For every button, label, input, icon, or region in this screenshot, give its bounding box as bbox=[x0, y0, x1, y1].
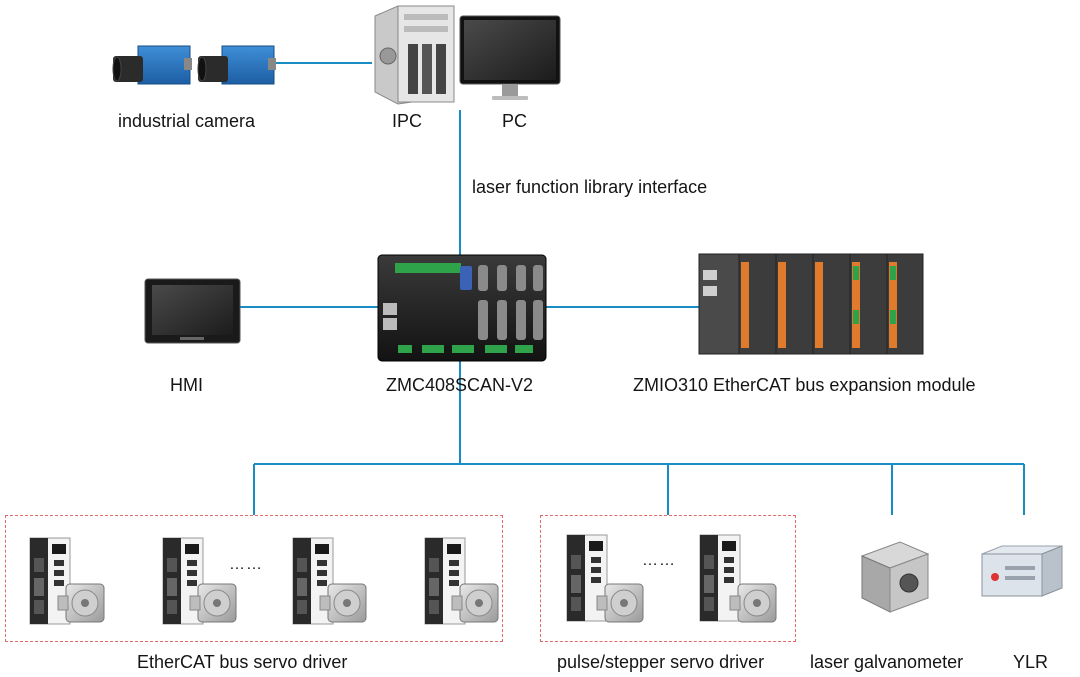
ethercat-servo-group-border bbox=[5, 515, 503, 642]
label-ipc: IPC bbox=[392, 111, 423, 131]
label-galvanometer: laser galvanometer bbox=[810, 652, 964, 672]
hmi-icon bbox=[144, 278, 241, 344]
industrial-camera-icon bbox=[112, 45, 276, 85]
label-pc: PC bbox=[502, 111, 528, 131]
camera-2 bbox=[197, 45, 276, 85]
io-module-icon bbox=[698, 253, 924, 355]
camera-1 bbox=[112, 45, 192, 85]
label-io-module: ZMIO310 EtherCAT bus expansion module bbox=[633, 375, 976, 395]
ipc-icon bbox=[374, 5, 455, 105]
pc-icon bbox=[459, 15, 561, 100]
label-hmi: HMI bbox=[170, 375, 203, 395]
controller-icon bbox=[377, 254, 547, 362]
label-industrial-camera: industrial camera bbox=[118, 111, 256, 131]
ylr-laser-icon bbox=[981, 545, 1063, 597]
label-ethercat-servo: EtherCAT bus servo driver bbox=[137, 652, 348, 672]
pulse-servo-group-border bbox=[540, 515, 796, 642]
label-controller: ZMC408SCAN-V2 bbox=[386, 375, 534, 395]
label-pulse-servo: pulse/stepper servo driver bbox=[557, 652, 765, 672]
label-interface: laser function library interface bbox=[472, 177, 708, 197]
ethercat-ellipsis: …… bbox=[229, 556, 263, 573]
connection-lines bbox=[238, 62, 1025, 515]
laser-galvanometer-icon bbox=[860, 541, 930, 613]
label-ylr: YLR bbox=[1013, 652, 1049, 672]
pulse-ellipsis: …… bbox=[642, 552, 676, 569]
